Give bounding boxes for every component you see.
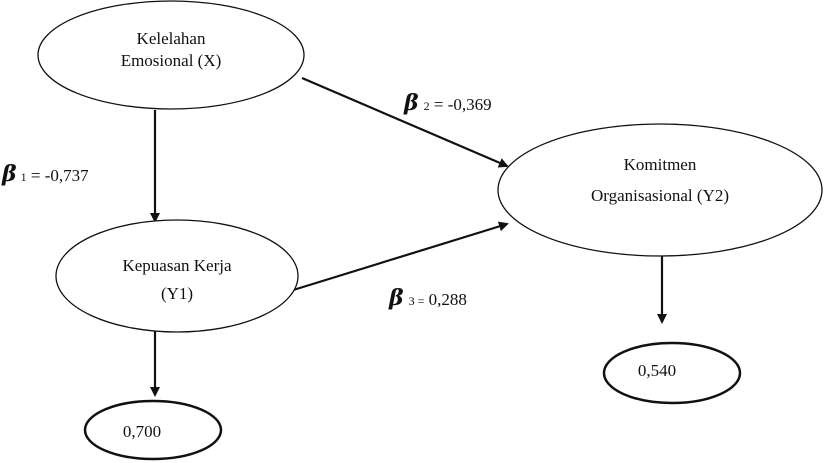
node-y2-ellipse: [497, 123, 823, 257]
node-y1-label-line1: Kepuasan Kerja: [122, 256, 231, 275]
node-kelelahan-emosional: Kelelahan Emosional (X): [37, 0, 305, 110]
r2-y1-box: 0,700: [83, 399, 223, 461]
node-y1-label-line2: (Y1): [161, 284, 193, 303]
beta1-symbol: β: [1, 161, 17, 187]
r2-y2-value: 0,540: [638, 361, 676, 380]
node-kepuasan-kerja: Kepuasan Kerja (Y1): [55, 219, 299, 333]
beta2-value: = -0,369: [430, 95, 492, 114]
coef-beta3-label: β 3 = 0,288: [388, 285, 467, 311]
beta3-subscript: 3 =: [409, 294, 425, 308]
r2-y2-ellipse: [602, 341, 742, 405]
beta1-subscript: 1: [21, 170, 27, 184]
r2-y1-ellipse: [83, 399, 223, 461]
node-x-label-line2: Emosional (X): [121, 51, 222, 70]
r2-y2-box: 0,540: [602, 341, 742, 405]
arrow-y1-to-y2: [289, 221, 509, 293]
arrow-x-to-y2: [301, 76, 509, 168]
beta2-symbol: β: [403, 90, 419, 116]
node-y1-ellipse: [55, 219, 299, 333]
node-komitmen-organisasional: Komitmen Organisasional (Y2): [497, 123, 823, 257]
beta1-value: = -0,737: [27, 166, 89, 185]
node-x-ellipse: [37, 0, 305, 110]
node-y2-label-line1: Komitmen: [624, 155, 697, 174]
beta2-subscript: 2: [424, 99, 430, 113]
node-x-label-line1: Kelelahan: [137, 29, 206, 48]
beta3-symbol: β: [388, 285, 404, 311]
beta3-value: 0,288: [424, 290, 467, 309]
r2-y1-value: 0,700: [123, 422, 161, 441]
node-y2-label-line2: Organisasional (Y2): [591, 186, 729, 205]
